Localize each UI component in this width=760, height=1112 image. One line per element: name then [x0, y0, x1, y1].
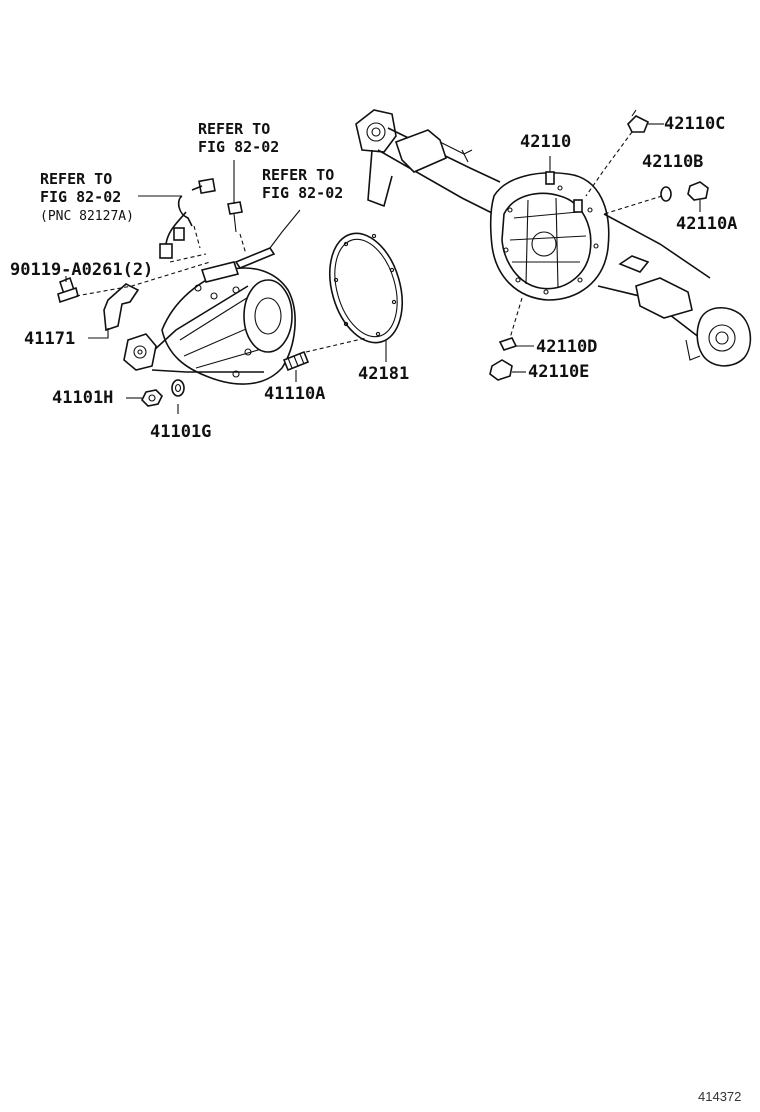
- plug-42110e: [489, 359, 513, 381]
- bolt-90119: [57, 276, 79, 304]
- refer-to-label-left: REFER TO: [40, 170, 113, 188]
- leader-lines: [65, 123, 701, 414]
- part-label-42110e[interactable]: 42110E: [528, 362, 590, 382]
- washer-42110b: [660, 186, 672, 202]
- part-label-42110[interactable]: 42110: [520, 132, 572, 152]
- part-label-41101g[interactable]: 41101G: [150, 422, 212, 442]
- part-label-42110a[interactable]: 42110A: [676, 214, 738, 234]
- part-label-42110c[interactable]: 42110C: [664, 114, 726, 134]
- pnc-ref-left: (PNC 82127A): [40, 209, 134, 224]
- refer-to-label-mid: REFER TO: [262, 166, 335, 184]
- fig-ref-mid[interactable]: FIG 82-02: [262, 184, 344, 202]
- stud-41110a: [282, 350, 310, 372]
- part-label-42110d[interactable]: 42110D: [536, 337, 598, 357]
- fig-ref-top[interactable]: FIG 82-02: [198, 138, 280, 156]
- breather-42110c: [627, 109, 650, 133]
- part-label-42181[interactable]: 42181: [358, 364, 410, 384]
- bolt-top: [227, 201, 243, 233]
- dashed-guides: [75, 131, 663, 353]
- bracket-41171: [103, 283, 140, 332]
- part-label-42110b[interactable]: 42110B: [642, 152, 704, 172]
- differential-carrier: [123, 261, 296, 385]
- plug-42110d: [498, 337, 518, 351]
- washer-41101g: [171, 379, 185, 397]
- sensor-bracket: [234, 247, 276, 269]
- part-label-41101h[interactable]: 41101H: [52, 388, 114, 408]
- gasket: [329, 232, 403, 344]
- part-label-41171[interactable]: 41171: [24, 329, 76, 349]
- fig-ref-left[interactable]: FIG 82-02: [40, 188, 122, 206]
- axle-housing: [355, 109, 752, 367]
- part-label-90119-a0261[interactable]: 90119-A0261(2): [10, 260, 154, 280]
- figure-number: 414372: [698, 1089, 742, 1104]
- sensor-harness: [159, 177, 216, 259]
- plug-42110a: [687, 181, 709, 201]
- part-label-41110a[interactable]: 41110A: [264, 384, 326, 404]
- refer-to-label-top: REFER TO: [198, 120, 271, 138]
- nut-41101h: [141, 389, 163, 407]
